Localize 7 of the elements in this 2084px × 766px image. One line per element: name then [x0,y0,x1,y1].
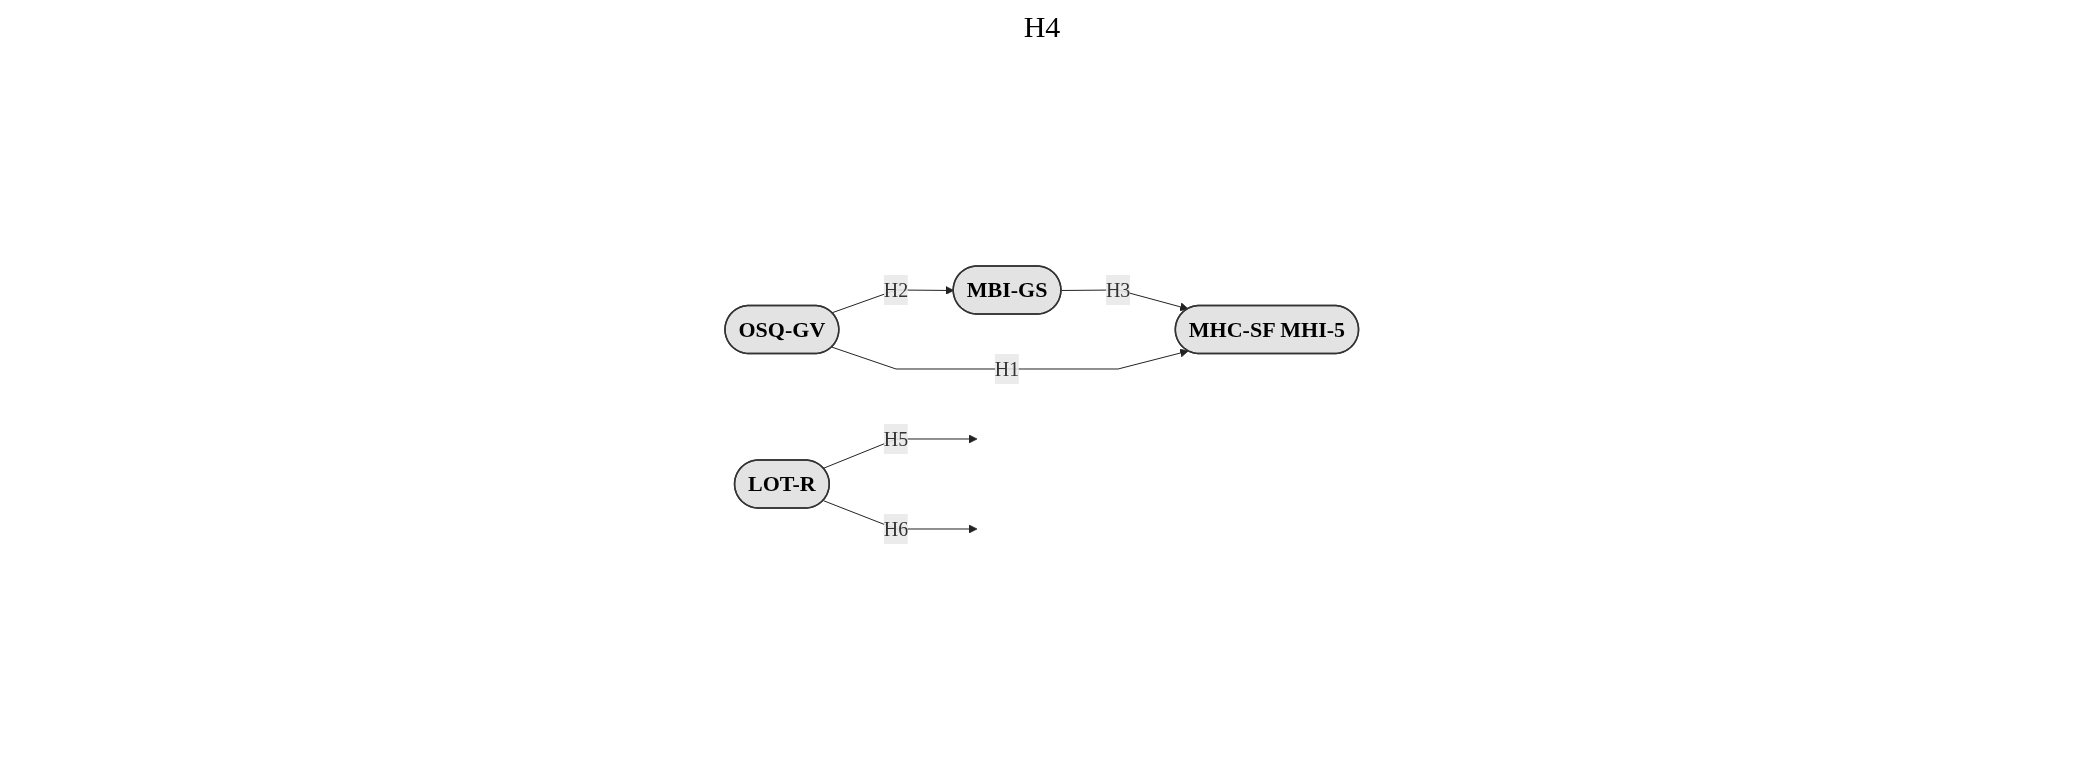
edge-label: H6 [884,517,909,540]
edge-label: H1 [995,357,1020,380]
hypothesis-label: H4 [1023,10,1061,43]
edge-label: H3 [1106,279,1131,301]
edge-label: H2 [884,279,909,301]
arrow [831,346,1189,370]
edge-label: H5 [884,427,909,450]
